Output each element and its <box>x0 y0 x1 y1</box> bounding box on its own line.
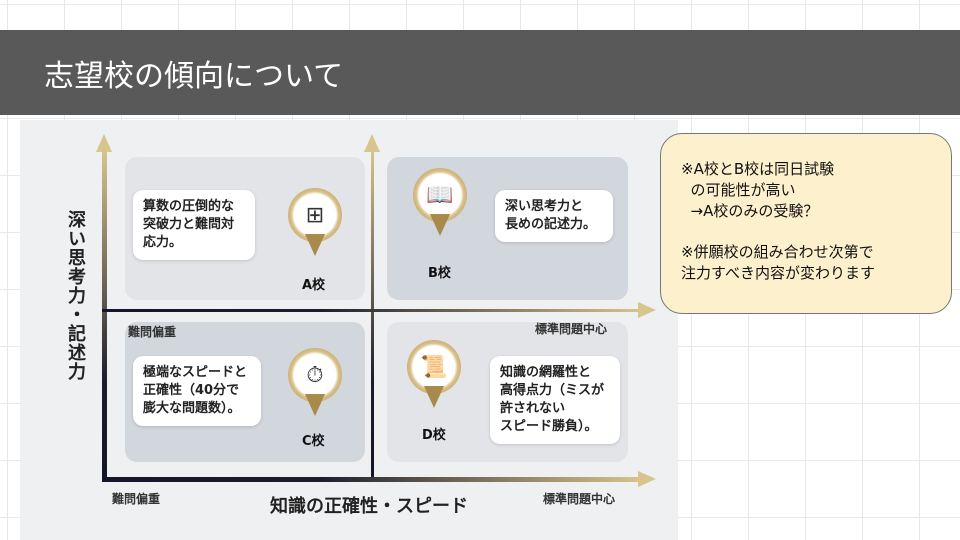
slide-title: 志望校の傾向について <box>0 30 960 115</box>
x-axis-label: 知識の正確性・スピード <box>270 496 468 517</box>
y-axis-label: 深い思考力・記述力 <box>65 210 86 381</box>
mid-vertical-arrow-icon <box>364 134 380 152</box>
school-d-label: D校 <box>422 428 446 443</box>
note-line-1: ※A校とB校は同日試験 の可能性が高い →A校のみの受験？ <box>681 160 835 220</box>
mid-left-label: 難問偏重 <box>128 325 177 339</box>
mid-horizontal-arrow-icon <box>638 302 656 318</box>
y-axis-arrow-icon <box>96 134 112 152</box>
x-axis <box>102 477 642 482</box>
quadrant-c-description: 極端なスピードと 正確性（40分で 膨大な問題数）。 <box>133 356 261 426</box>
y-axis <box>102 150 107 482</box>
x-left-label: 難問偏重 <box>112 492 161 506</box>
stopwatch-pencil-icon: ⏱ <box>288 348 342 416</box>
note-box: ※A校とB校は同日試験 の可能性が高い →A校のみの受験？ ※併願校の組み合わせ次… <box>660 133 952 314</box>
note-line-2: ※併願校の組み合わせ次第で 注力すべき内容が変わります <box>681 243 875 282</box>
scroll-quill-icon: 📜 <box>407 340 461 408</box>
brain-book-icon: 📖 <box>413 168 467 236</box>
school-a-label: A校 <box>302 278 326 293</box>
school-c-label: C校 <box>302 434 325 449</box>
school-b-label: B校 <box>428 266 451 281</box>
quadrant-d-description: 知識の網羅性と 高得点力（ミスが 許されない スピード勝負）。 <box>490 356 620 444</box>
mid-right-label: 標準問題中心 <box>535 322 608 336</box>
x-right-label: 標準問題中心 <box>543 492 616 506</box>
quadrant-b-description: 深い思考力と 長めの記述力。 <box>495 190 613 242</box>
mid-horizontal-axis <box>102 309 642 312</box>
mid-vertical-axis <box>371 150 374 480</box>
quadrant-a-description: 算数の圧倒的な 突破力と難問対 応力。 <box>133 190 255 260</box>
x-axis-arrow-icon <box>638 471 656 487</box>
calculator-gear-icon: ⊞ <box>288 188 342 256</box>
